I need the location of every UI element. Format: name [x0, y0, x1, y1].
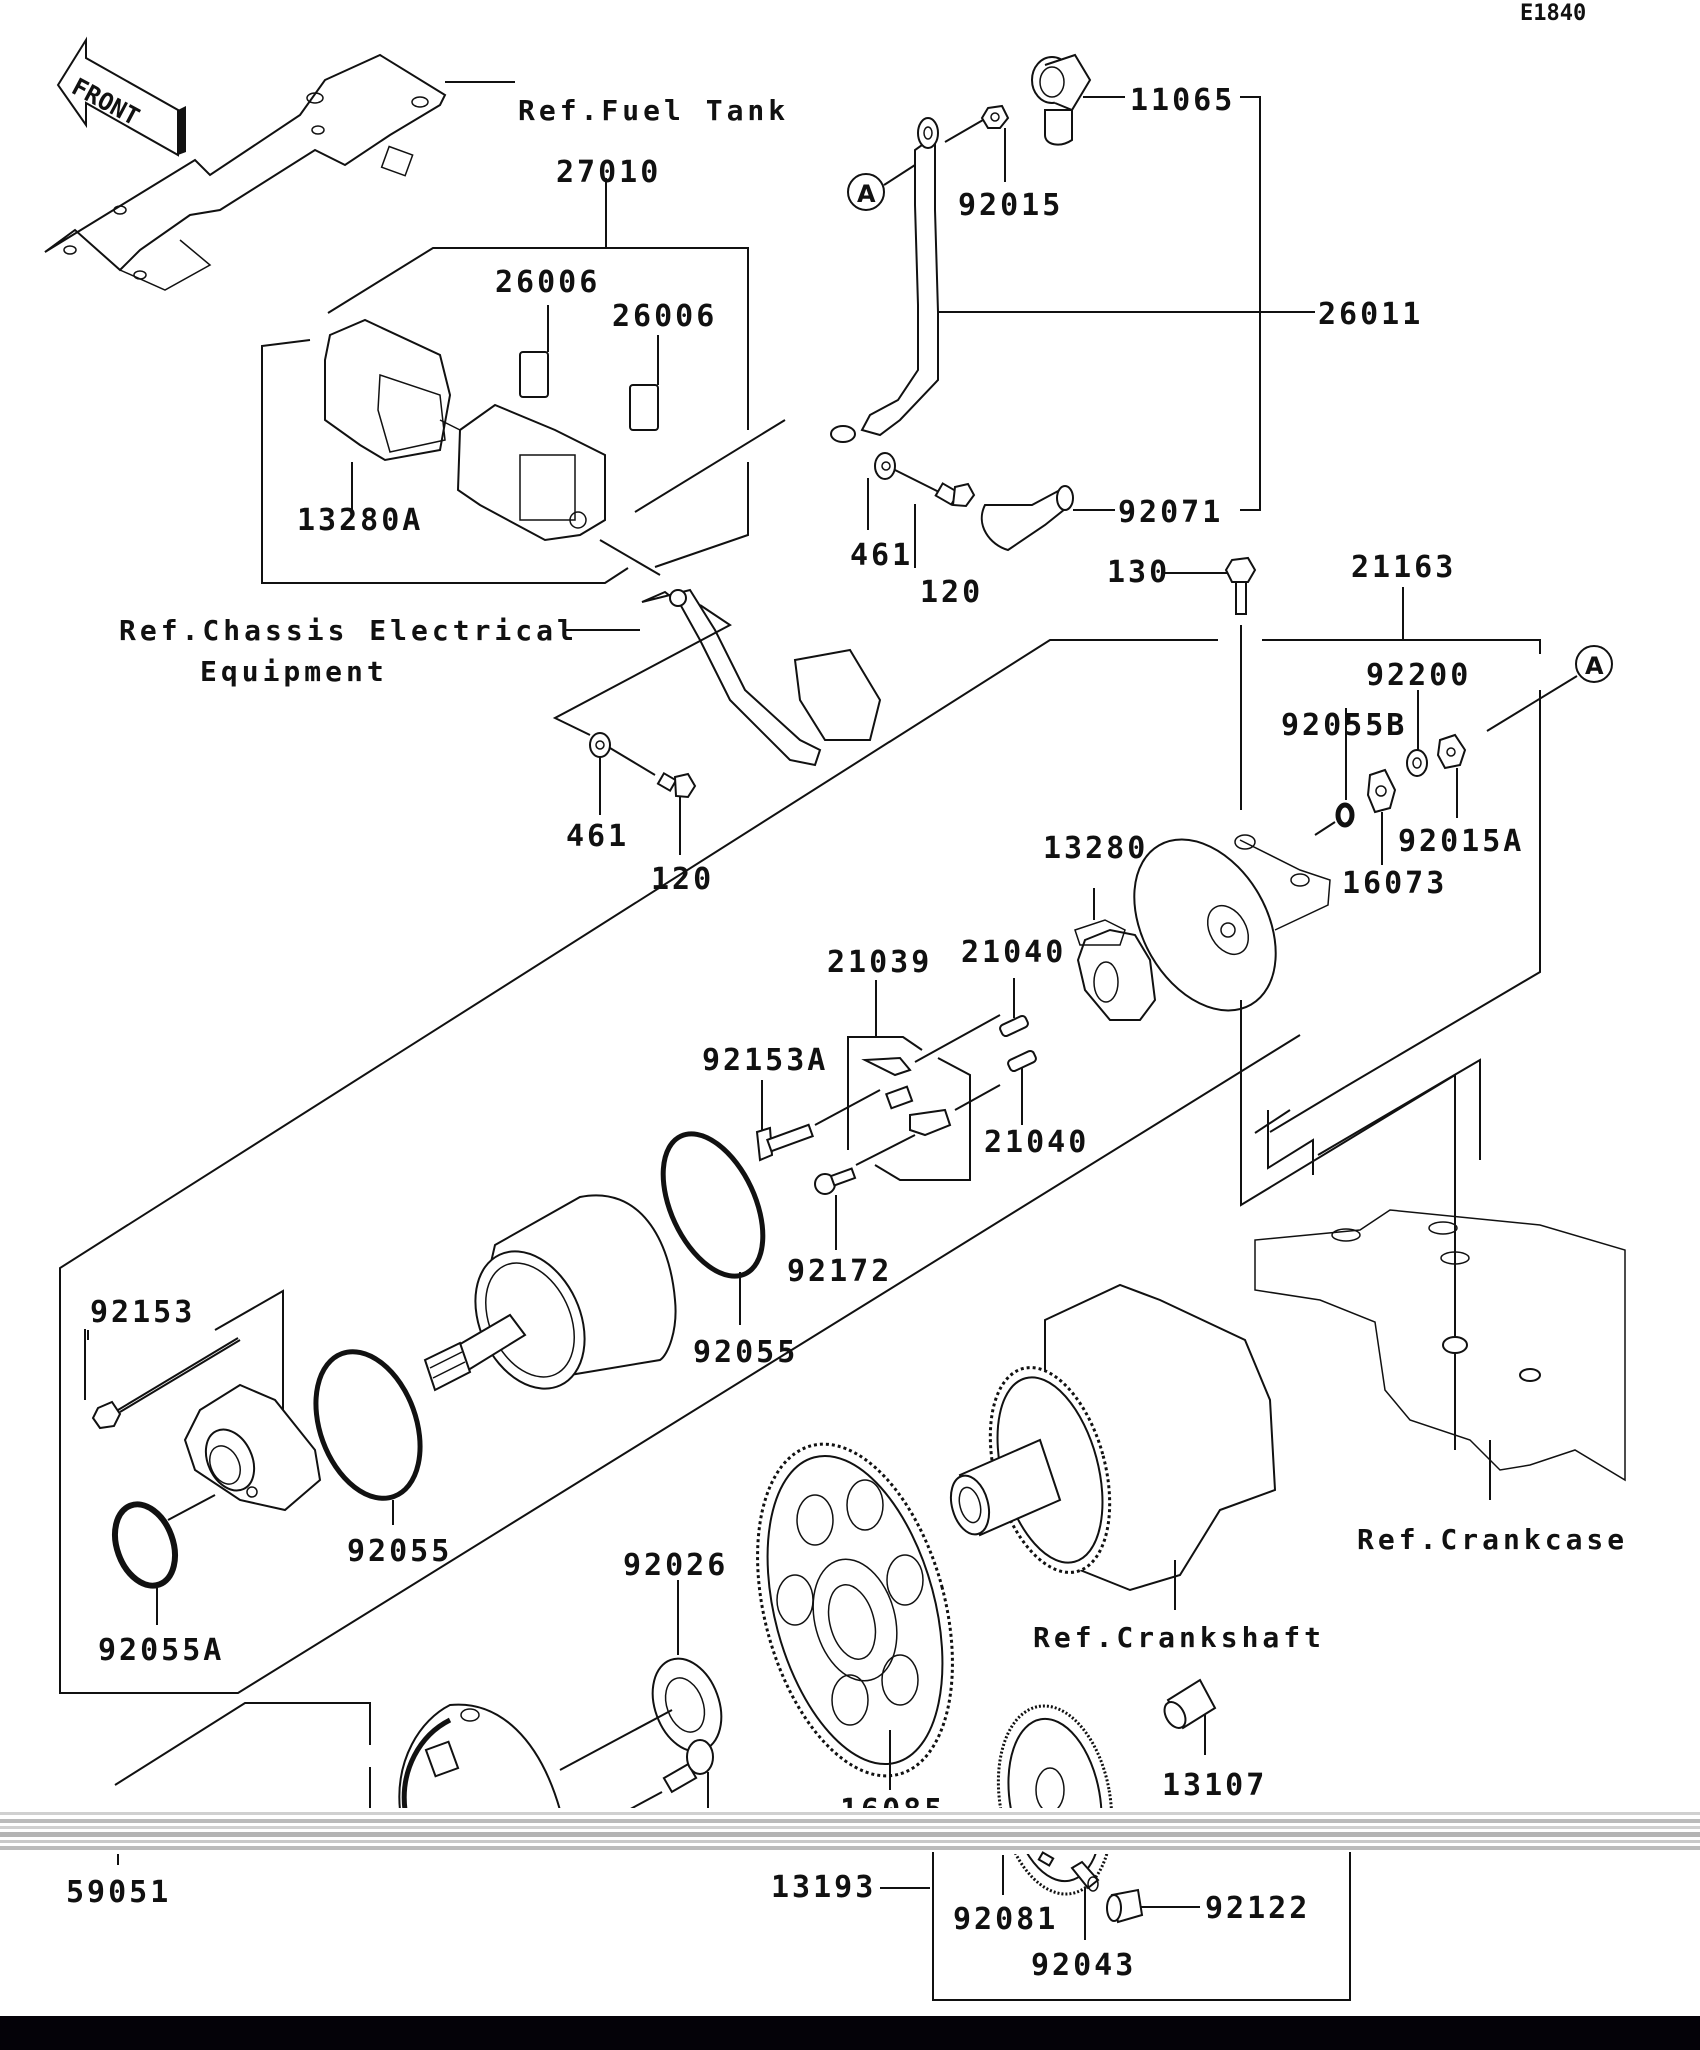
rear-cover-housing	[1133, 834, 1331, 1012]
part-label-92055-lower: 92055	[347, 1534, 452, 1569]
part-label-16073: 16073	[1342, 866, 1447, 901]
fuse-26006-a	[519, 305, 549, 398]
part-label-92015: 92015	[958, 188, 1063, 223]
ref-chassis-label-line1: Ref.Chassis Electrical	[119, 614, 578, 647]
fuel-tank-bracket	[44, 53, 515, 291]
bushing-13107	[1163, 1678, 1217, 1755]
diagram-code: E1840	[1520, 1, 1586, 26]
part-label-92071: 92071	[1118, 495, 1223, 530]
washer-461-lower	[589, 732, 656, 815]
ref-chassis-label-line2: Equipment	[200, 655, 388, 688]
nut-92015A	[1436, 733, 1467, 818]
kit-bracket-13193	[880, 1852, 1351, 2001]
brush-plate-13280	[1074, 888, 1157, 1021]
part-label-21163: 21163	[1351, 550, 1456, 585]
part-label-26006-a: 26006	[495, 265, 600, 300]
clutch-bolt	[609, 1739, 714, 1821]
part-label-21040-upper: 21040	[961, 935, 1066, 970]
part-label-92055B: 92055B	[1281, 708, 1407, 743]
ref-fuel-tank-label: Ref.Fuel Tank	[518, 94, 789, 127]
part-label-92055A: 92055A	[98, 1633, 224, 1668]
spring-21040-lower	[1007, 1049, 1037, 1125]
bracket-11065-92071	[1240, 96, 1261, 511]
washer-461-upper	[867, 452, 946, 530]
bracket-21163	[1180, 587, 1541, 1088]
part-label-92055-upper: 92055	[693, 1335, 798, 1370]
bottom-black-bar	[0, 2016, 1700, 2050]
svg-text:A: A	[1585, 652, 1604, 680]
spring-21040-upper	[999, 978, 1029, 1038]
part-label-120-lower: 120	[651, 862, 714, 897]
pin-92043	[1070, 1860, 1100, 1940]
spring-92081	[1002, 1851, 1055, 1895]
part-label-13107: 13107	[1162, 1768, 1267, 1803]
bolt-120-upper	[914, 482, 976, 568]
part-label-21039: 21039	[827, 945, 932, 980]
starter-cable-26011	[634, 117, 1315, 513]
starter-gear-16085	[756, 1442, 954, 1790]
nut-92015	[944, 104, 1010, 182]
part-label-92043: 92043	[1031, 1948, 1136, 1983]
bolt-120-lower	[656, 771, 697, 855]
o-ring-92055-upper	[660, 1131, 766, 1325]
washer-92026	[559, 1580, 723, 1771]
part-label-92153A: 92153A	[702, 1043, 828, 1078]
starter-clutch-59051	[114, 1702, 562, 1820]
screw-92172	[814, 1134, 916, 1250]
ref-crankshaft-label: Ref.Crankshaft	[1033, 1621, 1325, 1654]
terminal-cap-11065	[1031, 53, 1125, 146]
shaft-92122	[1106, 1888, 1200, 1924]
part-label-21040-lower: 21040	[984, 1125, 1089, 1160]
part-label-92172: 92172	[787, 1254, 892, 1289]
part-label-92153: 92153	[90, 1295, 195, 1330]
starter-relay	[439, 403, 606, 542]
scan-noise-band	[0, 1808, 1700, 1854]
part-label-461-lower: 461	[566, 819, 629, 854]
part-label-120-upper: 120	[920, 575, 983, 610]
o-ring-92055B	[1314, 708, 1355, 836]
part-label-11065: 11065	[1130, 83, 1235, 118]
crankcase-ref	[1254, 1209, 1626, 1500]
part-label-13280A: 13280A	[297, 503, 423, 538]
svg-text:A: A	[857, 180, 876, 208]
part-label-92122: 92122	[1205, 1891, 1310, 1926]
front-arrow-icon: FRONT	[56, 36, 186, 157]
part-label-13193: 13193	[771, 1870, 876, 1905]
crankshaft-ref	[949, 1283, 1277, 1610]
part-label-92015A: 92015A	[1398, 824, 1524, 859]
part-label-27010: 27010	[556, 155, 661, 190]
section-marker-a-top: A	[847, 164, 916, 211]
relay-assembly-bracket	[261, 178, 749, 584]
part-label-26006-b: 26006	[612, 299, 717, 334]
through-bolt-92153	[84, 1329, 241, 1430]
ground-cable-ref	[552, 539, 882, 767]
part-label-26011: 26011	[1318, 297, 1423, 332]
part-label-13280: 13280	[1043, 831, 1148, 866]
terminal-boot-92071	[980, 485, 1115, 552]
part-label-130: 130	[1107, 555, 1170, 590]
part-label-461-upper: 461	[850, 538, 913, 573]
part-label-92081: 92081	[953, 1902, 1058, 1937]
o-ring-92055-lower	[313, 1349, 423, 1525]
part-label-92200: 92200	[1366, 658, 1471, 693]
screw-92153A	[755, 1080, 881, 1162]
front-end-cover	[183, 1383, 322, 1512]
o-ring-92055A	[112, 1494, 216, 1625]
idle-gear-13193	[996, 1704, 1114, 1896]
nut-16073	[1366, 768, 1397, 865]
part-label-92026: 92026	[623, 1548, 728, 1583]
washer-92200	[1406, 690, 1428, 777]
ref-crankcase-label: Ref.Crankcase	[1357, 1523, 1628, 1556]
bolt-130	[1163, 556, 1257, 810]
part-label-59051: 59051	[66, 1875, 171, 1910]
motor-yoke-armature	[423, 1194, 677, 1392]
relay-cover-13280A	[324, 318, 452, 510]
fuse-26006-b	[629, 335, 659, 431]
brush-set-21039	[847, 980, 1001, 1181]
section-marker-a-right: A	[1486, 645, 1613, 732]
starter-motor-assembly-bracket	[59, 639, 1481, 1694]
